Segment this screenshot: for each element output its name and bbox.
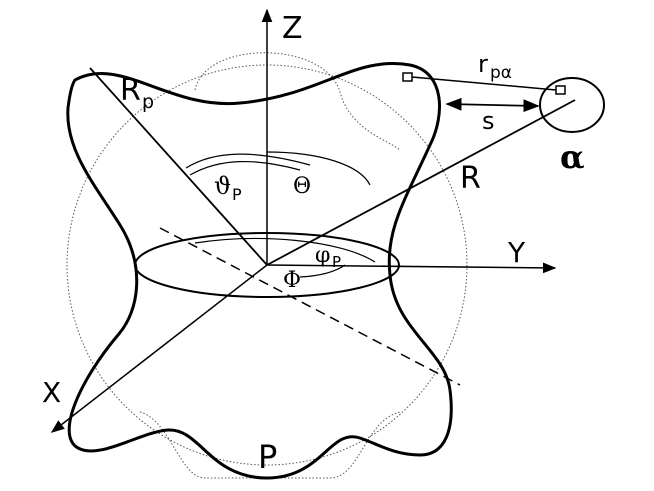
phi-p-label: φ [315,243,330,268]
s-distance-arrow [445,97,540,113]
projection-dashed-line [159,227,461,386]
y-axis [266,262,557,274]
alpha-label: α [560,138,585,176]
r-vector-line [266,99,576,266]
z-axis-label: Z [282,11,303,46]
s-label: s [482,107,495,135]
phi-p-label-sub: P [332,253,341,271]
r-vector-label: R [460,161,481,196]
theta-p-label-sub: P [232,185,242,204]
theta-p-arc-inner [189,160,301,176]
rp-label-sub: p [142,91,154,113]
theta-cap-arc [266,151,371,186]
phi-cap-label: Φ [283,268,301,293]
rpa-label-sub: pα [490,63,512,83]
phi-cap-arc [299,264,346,278]
phi-p-arc [194,237,376,263]
back-lobe-outline [139,52,401,479]
surface-element-marker [402,72,413,82]
theta-p-arc [185,153,311,169]
x-axis-label: X [42,376,61,409]
alpha-element-marker [555,85,566,95]
theta-p-label: ϑ [214,172,231,200]
rpa-line [411,76,557,91]
rp-label: R [120,73,141,108]
rp-radius-line [89,67,268,266]
deformed-nucleus-outline [66,62,453,480]
p-label: P [258,438,277,476]
alpha-particle [539,77,605,133]
rpa-label: r [478,50,488,78]
x-axis [50,264,268,433]
y-axis-label: Y [507,236,526,269]
theta-cap-label: Θ [293,174,311,199]
